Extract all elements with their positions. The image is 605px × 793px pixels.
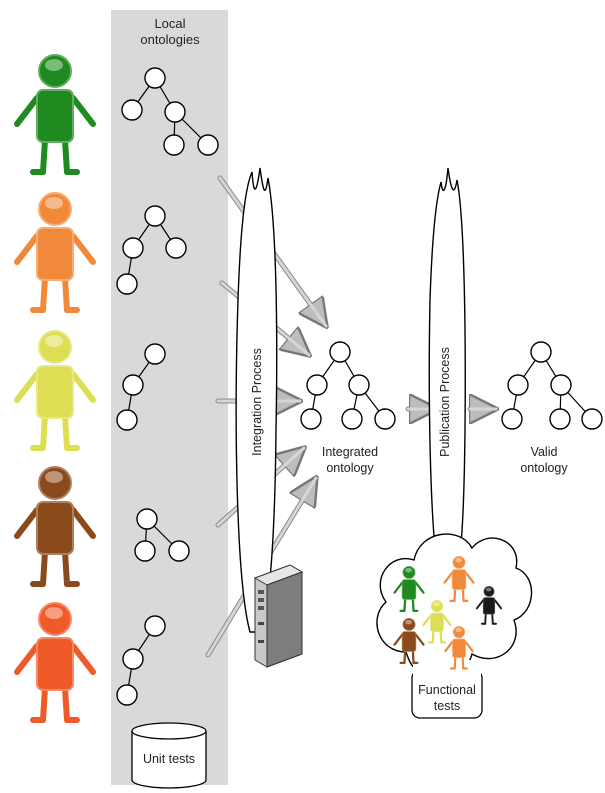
local-ontology-tree-2 <box>116 205 187 295</box>
functional-test-people <box>393 556 503 670</box>
database-cylinder-icon <box>131 722 207 789</box>
valid-ontology-tree <box>501 341 603 430</box>
person-icon <box>443 556 475 602</box>
local-ontology-tree-5 <box>116 615 166 706</box>
local-ontology-tree-1 <box>121 67 219 156</box>
person-icon <box>14 602 96 723</box>
integration-process-label: Integration Process <box>250 348 264 456</box>
local-ontologies-label-line1: Local <box>154 16 185 31</box>
local-ontology-tree-4 <box>134 508 190 562</box>
local-ontologies-column <box>111 10 228 785</box>
publication-process-shape <box>428 167 466 576</box>
local-ontologies-label-line2: ontologies <box>140 32 200 47</box>
integration-process-shape <box>235 167 278 633</box>
valid-ontology-label-line2: ontology <box>520 461 568 475</box>
person-icon <box>422 599 452 644</box>
valid-ontology-label-line1: Valid <box>531 445 558 459</box>
person-icon <box>14 54 96 175</box>
person-icon <box>14 330 96 451</box>
integrated-ontology-tree <box>300 341 396 430</box>
person-icon <box>393 566 425 612</box>
functional-tests-label-line1: Functional <box>418 683 476 697</box>
person-icon <box>475 586 503 625</box>
server-tower-icon <box>253 564 304 668</box>
person-icon <box>444 625 474 670</box>
publication-process-label: Publication Process <box>438 347 452 457</box>
person-icon <box>14 192 96 313</box>
person-icon <box>14 466 96 587</box>
person-icon <box>393 618 425 664</box>
integrated-ontology-label-line1: Integrated <box>322 445 378 459</box>
integrated-ontology-label-line2: ontology <box>326 461 374 475</box>
local-ontology-tree-3 <box>116 343 166 431</box>
unit-tests-label: Unit tests <box>143 752 195 766</box>
developers <box>14 54 96 723</box>
functional-tests-label-line2: tests <box>434 699 460 713</box>
